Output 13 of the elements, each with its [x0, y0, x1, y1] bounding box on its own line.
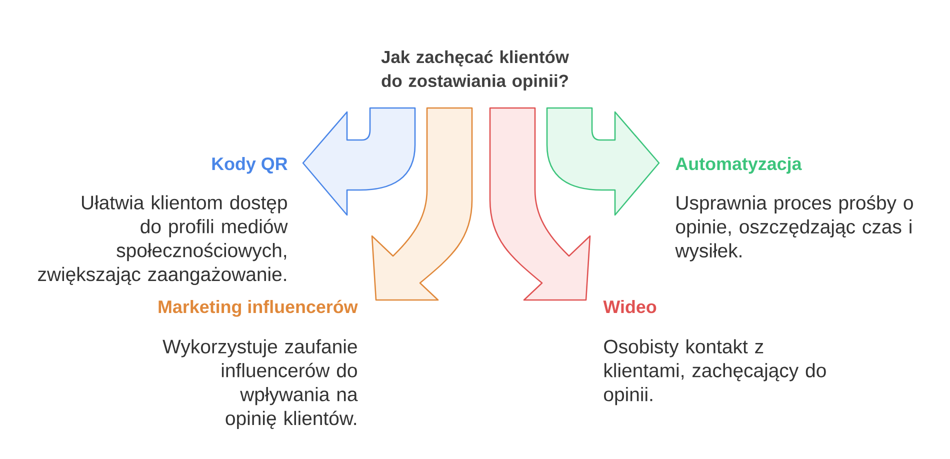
description: Wykorzystuje zaufanie influencerów do wpływania na opinię klientów.	[162, 339, 358, 430]
description: Usprawnia proces prośby o opinie, oszczędzając czas i wysiłek.	[675, 195, 913, 262]
curved-arrow	[371, 107, 473, 301]
description: Osobisty kontakt z klientami, zachęcający do opinii.	[604, 339, 826, 406]
curved-arrow	[489, 107, 591, 301]
title: Jak zachęcać klientów do zostawiania opinii?	[381, 50, 569, 91]
heading: Marketing influencerów	[158, 300, 358, 317]
heading: Kody QR	[212, 157, 288, 174]
description: Ułatwia klientom dostęp do profili mediów społecznościowych, zwiększając zaangażowanie.	[38, 195, 288, 286]
heading: Wideo	[603, 300, 656, 314]
curved-arrow	[546, 107, 660, 216]
curved-arrow	[302, 107, 416, 216]
heading: Automatyzacja	[676, 157, 802, 174]
